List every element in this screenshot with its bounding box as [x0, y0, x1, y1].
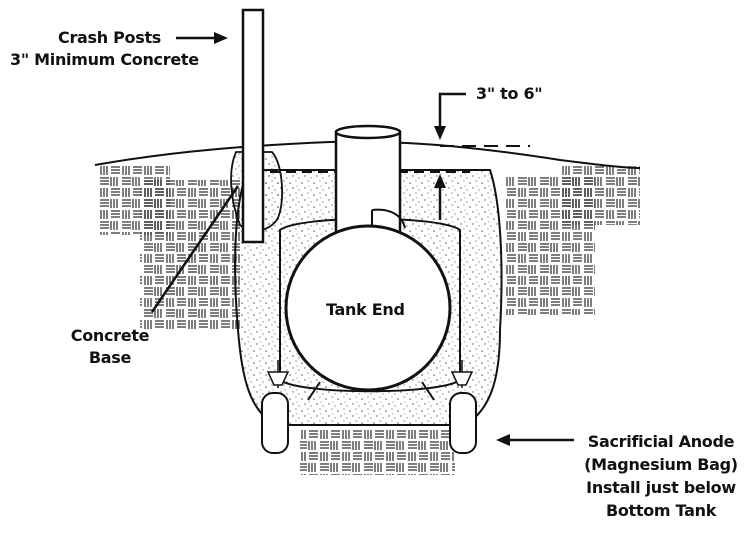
- anode-label-line4: Bottom Tank: [605, 501, 717, 520]
- concrete-base-label-line1: Concrete: [70, 326, 150, 345]
- depth-callout-arrows: [434, 92, 466, 220]
- tank-end: [284, 224, 452, 392]
- saddle-leg-left: [307, 381, 321, 401]
- soil-left: [100, 165, 240, 330]
- riser-pipe: [334, 130, 402, 238]
- anode-arrow: [496, 434, 574, 446]
- tank-end-label: Tank End: [326, 300, 405, 319]
- concrete-base-leader: [150, 185, 240, 313]
- crash-posts-arrow: [176, 32, 228, 44]
- soil-bottom: [300, 430, 455, 475]
- depth-label: 3" to 6": [476, 84, 543, 103]
- anode-label-line2: (Magnesium Bag): [584, 455, 738, 474]
- saddle-leg-right: [421, 381, 435, 401]
- crash-posts-label-line2: 3" Minimum Concrete: [10, 50, 199, 69]
- anode-bag-left: [261, 360, 290, 454]
- anode-bag-right: [449, 360, 477, 454]
- riser-cap: [334, 124, 402, 140]
- concrete-base-label-line2: Base: [88, 348, 132, 367]
- anode-label-line3: Install just below: [586, 478, 736, 497]
- soil-right: [505, 165, 640, 315]
- crash-post: [241, 8, 265, 244]
- crash-posts-label-line1: Crash Posts: [58, 28, 162, 47]
- anode-label-line1: Sacrificial Anode: [587, 432, 735, 451]
